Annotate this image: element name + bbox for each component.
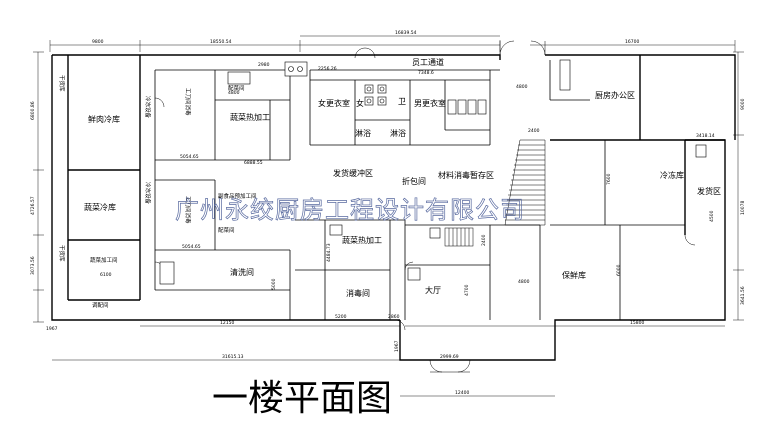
label-staff-passage: 员工通道 (412, 57, 444, 67)
label-cold-dish: 冷冻库 (660, 170, 684, 180)
label-wc-f: 女 (356, 98, 364, 108)
top-dimension-lines: 9800 18550.54 16839.54 16700 (49, 30, 736, 52)
label-kitchen-office: 厨房办公区 (595, 90, 635, 100)
outer-walls (51, 54, 736, 361)
label-dry-room-vertical-1: 工刀间消毒 (184, 88, 192, 116)
dim-d3: 7348.6 (418, 70, 434, 76)
dim-left-4: 1967 (46, 326, 58, 332)
label-women-locker: 女更衣室 (318, 98, 350, 108)
dim-d15: 2400 (528, 128, 540, 134)
interior-walls (154, 60, 685, 320)
dim-d30: 4484.73 (326, 243, 332, 262)
label-mid-room: 副食品预加工间 (218, 192, 257, 200)
dim-d16: 3418.14 (696, 133, 715, 139)
label-dry-room-vertical-2: 工刀间消毒 (184, 196, 192, 224)
label-material-temp-store: 材料消毒暂存区 (438, 170, 494, 180)
dim-d31: 5000 (271, 278, 277, 290)
dim-d19: 2860 (388, 314, 400, 320)
dim-d7: 6888.55 (244, 160, 263, 166)
dim-d12: 7600 (606, 173, 612, 185)
dim-right-1: 9000 (740, 98, 746, 110)
label-veg-hot-proc-top: 蔬菜热加工 (230, 112, 270, 122)
label-dispatch-right: 发货区 (697, 186, 721, 196)
dim-d9: 6100 (100, 272, 112, 278)
dim-right-2: 10078 (740, 201, 746, 215)
interior-dimensions: 2980 2256.26 7348.6 4800 4800 5054.65 68… (52, 62, 725, 397)
label-veg-hot-proc-mid: 蔬菜热加工 (342, 235, 382, 245)
label-dry-goods-top: 干货库 (58, 75, 66, 92)
left-dimension-lines: 6800.86 4726.57 3073.56 1967 (30, 51, 58, 332)
dim-top-left: 9800 (92, 39, 104, 45)
dim-d4: 4800 (228, 90, 240, 96)
dim-d2: 2256.26 (318, 66, 337, 72)
dim-left-3: 3073.56 (30, 256, 36, 275)
staircase (444, 139, 546, 247)
label-dispatch-buffer: 发货缓冲区 (333, 168, 373, 178)
dim-d13: 4800 (518, 279, 530, 285)
label-bottom-left-small: 调配间 (92, 301, 109, 309)
dim-d35: 4500 (709, 210, 715, 222)
watermark-company: 广州永绞厨房工程设计有限公司 (175, 196, 525, 224)
dim-d8: 5054.65 (182, 244, 201, 250)
label-small-room-top: 配菜间 (228, 84, 245, 92)
label-small-room-mid: 配菜间 (218, 226, 235, 234)
dim-d23: 12400 (455, 390, 469, 396)
label-cold-room-left-top: 冷冻设备 (144, 96, 152, 119)
dim-d14: 6000 (616, 264, 622, 276)
right-dimension-lines: 9000 10078 3641.56 (733, 51, 746, 321)
dim-top-right: 16700 (625, 39, 639, 45)
label-wc-m: 卫 (398, 97, 406, 106)
room-labels: 鲜肉冷库 蔬菜冷库 干货库 干货库 蔬菜加工间 调配间 冷冻设备 冷冻设备 工刀… (58, 57, 721, 309)
dim-d10: 5200 (335, 314, 347, 320)
dim-d29b: 1967 (394, 340, 400, 352)
dim-d22: 2999.69 (440, 354, 459, 360)
label-dry-goods-bottom: 干货库 (58, 245, 66, 262)
dim-d20: 15800 (630, 320, 644, 326)
dim-right-3: 3641.56 (740, 286, 746, 305)
dim-d17: 12150 (220, 320, 234, 326)
dim-d32: 4700 (464, 284, 470, 296)
dim-d33: 2400 (481, 234, 487, 246)
label-shower-f: 淋浴 (355, 128, 371, 138)
label-shower-m: 淋浴 (390, 128, 406, 138)
label-packing: 折包间 (402, 176, 426, 186)
label-men-locker: 男更衣室 (414, 98, 446, 108)
label-disinfection: 消毒间 (346, 288, 370, 298)
dim-d6: 5054.65 (180, 154, 199, 160)
label-left-small-1: 蔬菜加工间 (90, 256, 118, 264)
label-fresh-keep: 保鲜库 (562, 270, 586, 280)
dim-top-center: 16839.54 (395, 30, 417, 36)
label-cold-room-left-bot: 冷冻设备 (144, 182, 152, 205)
dim-left-1: 6800.86 (30, 101, 36, 120)
dim-d5: 4800 (516, 84, 528, 90)
fixtures (159, 59, 707, 285)
dim-d21: 31615.13 (222, 354, 244, 360)
label-fresh-meat-cold: 鲜肉冷库 (88, 114, 120, 124)
drawing-title: 一楼平面图 (212, 378, 392, 419)
dim-top-mid: 18550.54 (210, 39, 232, 45)
label-lobby: 大厅 (425, 285, 441, 295)
label-vegetable-cold: 蔬菜冷库 (84, 202, 116, 212)
label-washing: 清洗间 (230, 267, 254, 277)
dim-left-2: 4726.57 (30, 196, 36, 215)
dim-d1: 2980 (258, 62, 270, 68)
